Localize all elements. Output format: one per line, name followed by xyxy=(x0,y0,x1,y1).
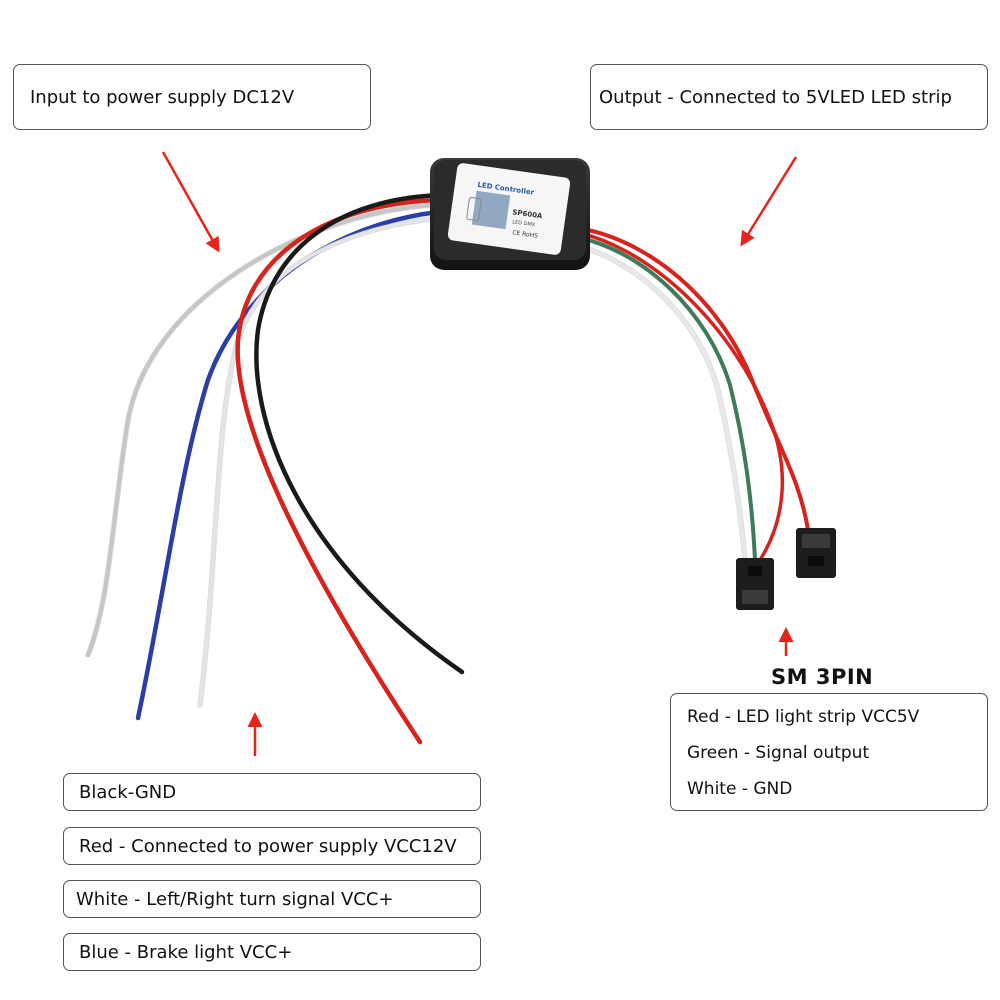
white-wire-outer-edge xyxy=(85,202,435,658)
input-callout: Input to power supply DC12V xyxy=(13,64,371,130)
pin-white: White - GND xyxy=(687,779,793,799)
output-callout-text: Output - Connected to 5VLED LED strip xyxy=(599,86,952,108)
blue-wire xyxy=(135,209,441,721)
legend-blue-text: Blue - Brake light VCC+ xyxy=(79,941,293,963)
red-output-wire-2 xyxy=(574,230,785,562)
red-wire xyxy=(235,197,439,745)
device-marks: CE RoHS xyxy=(512,229,539,240)
legend-black-text: Black-GND xyxy=(79,781,177,803)
sm-connector-right xyxy=(796,528,836,578)
input-legend-black: Black-GND xyxy=(63,773,481,811)
white-wire-outer xyxy=(86,203,434,657)
white-output-wire-core xyxy=(573,243,747,562)
input-legend-blue: Blue - Brake light VCC+ xyxy=(63,933,481,971)
white-wire-inner xyxy=(198,216,442,707)
legend-white-text: White - Left/Right turn signal VCC+ xyxy=(76,888,394,910)
pin-red: Red - LED light strip VCC5V xyxy=(687,707,920,727)
callout-arrows xyxy=(161,151,798,756)
device-sub-label: LED DMX xyxy=(512,219,536,228)
output-callout: Output - Connected to 5VLED LED strip xyxy=(590,64,988,130)
arrow-input xyxy=(161,151,220,253)
green-output-wire xyxy=(575,235,757,562)
input-wires xyxy=(85,192,465,745)
white-wire-inner-edge xyxy=(197,215,443,708)
led-controller-box: LED Controller SP600A LED DMX CE RoHS xyxy=(430,158,590,270)
black-wire xyxy=(254,192,465,675)
arrow-output xyxy=(740,156,798,247)
sm-connector-left xyxy=(736,558,774,610)
connector-pinout-box: Red - LED light strip VCC5V Green - Sign… xyxy=(670,693,988,811)
input-callout-text: Input to power supply DC12V xyxy=(30,86,295,108)
input-legend-red: Red - Connected to power supply VCC12V xyxy=(63,827,481,865)
red-output-wire xyxy=(576,226,810,532)
legend-red-text: Red - Connected to power supply VCC12V xyxy=(79,835,457,857)
output-wires xyxy=(572,226,810,563)
pin-green: Green - Signal output xyxy=(687,743,870,763)
connector-heading: SM 3PIN xyxy=(771,665,874,689)
input-legend-white: White - Left/Right turn signal VCC+ xyxy=(63,880,481,918)
